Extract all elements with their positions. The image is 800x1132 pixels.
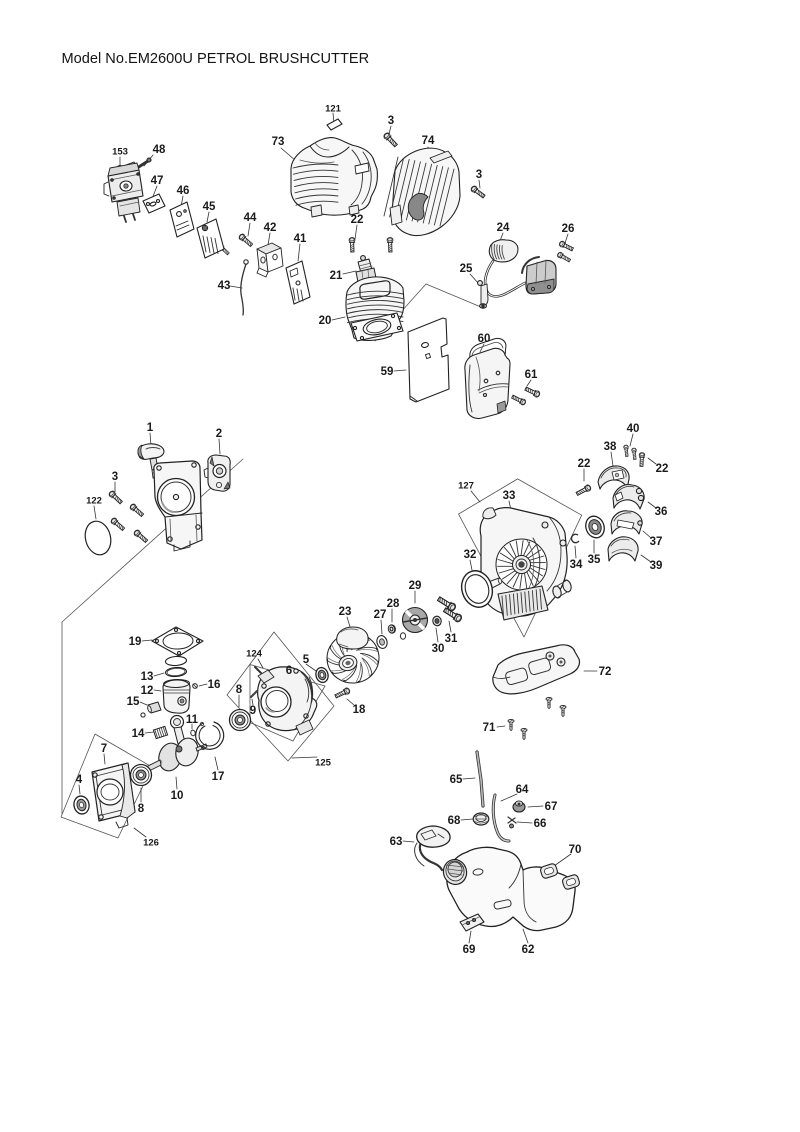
svg-text:73: 73 — [272, 136, 285, 148]
svg-text:71: 71 — [483, 722, 496, 734]
svg-text:46: 46 — [177, 185, 190, 197]
svg-text:18: 18 — [353, 704, 366, 716]
svg-text:3: 3 — [112, 471, 118, 483]
svg-text:32: 32 — [464, 549, 477, 561]
svg-text:20: 20 — [319, 315, 332, 327]
svg-text:122: 122 — [86, 495, 102, 506]
svg-text:16: 16 — [208, 679, 221, 691]
svg-text:67: 67 — [545, 801, 558, 813]
svg-text:38: 38 — [604, 441, 617, 453]
svg-text:60: 60 — [478, 333, 491, 345]
svg-text:34: 34 — [570, 559, 583, 571]
svg-text:62: 62 — [522, 944, 535, 956]
svg-text:5: 5 — [303, 654, 310, 666]
svg-text:23: 23 — [339, 606, 352, 618]
svg-text:42: 42 — [264, 222, 277, 234]
svg-text:121: 121 — [325, 103, 342, 114]
svg-text:61: 61 — [525, 369, 538, 381]
svg-text:31: 31 — [445, 633, 458, 645]
svg-text:40: 40 — [627, 423, 640, 435]
svg-text:125: 125 — [315, 757, 332, 768]
svg-text:21: 21 — [330, 270, 343, 282]
svg-text:39: 39 — [650, 560, 663, 572]
svg-text:11: 11 — [186, 714, 199, 726]
svg-text:63: 63 — [390, 836, 403, 848]
svg-text:59: 59 — [381, 366, 394, 378]
svg-text:8: 8 — [138, 803, 145, 815]
svg-text:45: 45 — [203, 201, 216, 213]
svg-text:35: 35 — [588, 554, 601, 566]
svg-text:4: 4 — [76, 774, 83, 786]
svg-text:27: 27 — [374, 609, 387, 621]
svg-text:65: 65 — [450, 774, 463, 786]
svg-text:14: 14 — [132, 728, 145, 740]
svg-text:44: 44 — [244, 212, 257, 224]
svg-text:43: 43 — [218, 280, 231, 292]
svg-text:17: 17 — [212, 771, 225, 783]
svg-text:2: 2 — [216, 428, 222, 440]
svg-text:153: 153 — [112, 146, 128, 157]
svg-text:24: 24 — [497, 222, 510, 234]
svg-text:68: 68 — [448, 815, 461, 827]
svg-text:6: 6 — [286, 665, 292, 677]
svg-text:41: 41 — [294, 233, 307, 245]
svg-text:126: 126 — [143, 837, 159, 848]
svg-text:13: 13 — [141, 671, 154, 683]
svg-text:33: 33 — [503, 490, 516, 502]
svg-text:64: 64 — [516, 784, 529, 796]
svg-text:3: 3 — [476, 169, 482, 181]
svg-text:22: 22 — [351, 214, 364, 226]
svg-text:1: 1 — [147, 422, 154, 434]
svg-text:9: 9 — [250, 705, 256, 717]
svg-text:66: 66 — [534, 818, 547, 830]
svg-text:36: 36 — [655, 506, 668, 518]
svg-text:10: 10 — [171, 790, 184, 802]
svg-text:22: 22 — [578, 458, 591, 470]
svg-text:Model No.EM2600U PETROL BRUSHC: Model No.EM2600U PETROL BRUSHCUTTER — [62, 51, 370, 67]
svg-text:7: 7 — [101, 743, 107, 755]
svg-text:47: 47 — [151, 175, 164, 187]
svg-text:25: 25 — [460, 263, 473, 275]
svg-text:127: 127 — [458, 480, 474, 491]
svg-text:26: 26 — [562, 223, 575, 235]
svg-text:28: 28 — [387, 598, 400, 610]
svg-text:70: 70 — [569, 844, 582, 856]
svg-text:3: 3 — [388, 115, 394, 127]
svg-text:37: 37 — [650, 536, 663, 548]
svg-text:22: 22 — [656, 463, 669, 475]
svg-text:74: 74 — [422, 135, 435, 147]
svg-text:29: 29 — [409, 580, 422, 592]
svg-text:30: 30 — [432, 643, 445, 655]
svg-text:72: 72 — [599, 666, 612, 678]
svg-text:124: 124 — [246, 648, 263, 659]
svg-text:15: 15 — [127, 696, 140, 708]
svg-text:19: 19 — [129, 636, 142, 648]
svg-text:8: 8 — [236, 684, 243, 696]
svg-text:69: 69 — [463, 944, 476, 956]
svg-text:12: 12 — [141, 685, 154, 697]
svg-text:48: 48 — [153, 144, 166, 156]
